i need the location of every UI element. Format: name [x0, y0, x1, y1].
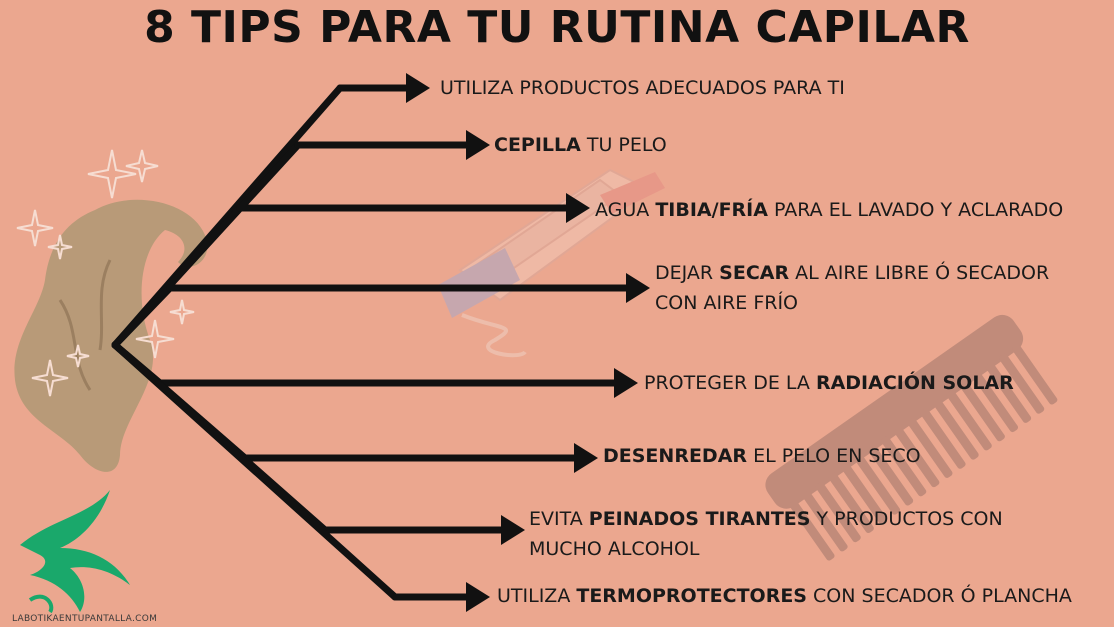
- tip-bold-text: RADIACIÓN SOLAR: [815, 372, 1014, 394]
- hair-illustration-icon: [14, 199, 208, 472]
- arrow-head-2: [466, 130, 490, 160]
- branch-line-8: [111, 341, 399, 601]
- comb-tooth: [933, 399, 979, 460]
- tip-text: PROTEGER DE LA: [644, 372, 816, 394]
- tip-text: PARA EL LAVADO Y ACLARADO: [767, 199, 1064, 221]
- arrow-head-5: [614, 368, 638, 398]
- footer-website: LABOTIKAENTUPANTALLA.COM: [12, 614, 158, 624]
- tip-6: DESENREDAR EL PELO EN SECO: [603, 441, 921, 471]
- comb-tooth: [946, 390, 992, 451]
- tip-text: EVITA: [529, 508, 589, 530]
- comb-tooth: [854, 454, 901, 515]
- tip-text: DEJAR: [655, 262, 720, 284]
- diagram-lines: [111, 73, 650, 612]
- tip-text-second-line: CON AIRE FRÍO: [655, 292, 799, 314]
- tip-bold-text: CEPILLA: [494, 134, 581, 156]
- tip-text-second-line: MUCHO ALCOHOL: [529, 538, 700, 560]
- tip-7: EVITA PEINADOS TIRANTES Y PRODUCTOS CON M…: [529, 504, 1003, 564]
- sparkle-icon: [16, 149, 195, 397]
- tip-text: AL AIRE LIBRE Ó SECADOR: [789, 262, 1050, 284]
- comb-tooth: [972, 371, 1019, 433]
- tip-bold-text: TIBIA/FRÍA: [655, 199, 768, 221]
- tip-text: TU PELO: [580, 134, 667, 156]
- comb-tooth: [828, 472, 874, 534]
- comb-tooth: [881, 436, 927, 497]
- arrow-head-7: [501, 515, 525, 545]
- tip-1: UTILIZA PRODUCTOS ADECUADOS PARA TI: [440, 73, 845, 103]
- comb-tooth: [868, 445, 914, 506]
- tip-3: AGUA TIBIA/FRÍA PARA EL LAVADO Y ACLARAD…: [595, 195, 1063, 225]
- tip-4: DEJAR SECAR AL AIRE LIBRE Ó SECADOR CON A…: [655, 258, 1049, 318]
- comb-tooth: [841, 463, 887, 524]
- arrow-head-4: [626, 273, 650, 303]
- tip-2: CEPILLA TU PELO: [494, 130, 667, 160]
- tip-text: AGUA: [595, 199, 656, 221]
- comb-tooth: [789, 500, 835, 561]
- tip-text: UTILIZA: [497, 585, 577, 607]
- tip-bold-text: DESENREDAR: [603, 445, 748, 467]
- tip-bold-text: TERMOPROTECTORES: [576, 585, 807, 607]
- tip-text: CON SECADOR Ó PLANCHA: [807, 585, 1072, 607]
- branch-line-4: [111, 284, 174, 349]
- comb-tooth: [802, 491, 848, 552]
- comb-tooth: [815, 482, 861, 543]
- tip-text: Y PRODUCTOS CON: [810, 508, 1003, 530]
- tip-8: UTILIZA TERMOPROTECTORES CON SECADOR Ó P…: [497, 581, 1072, 611]
- comb-tooth: [920, 408, 966, 469]
- comb-tooth: [894, 426, 940, 488]
- logo-icon: [20, 490, 130, 614]
- tip-text: EL PELO EN SECO: [747, 445, 921, 467]
- comb-icon: [765, 314, 1058, 561]
- comb-tooth: [985, 362, 1032, 423]
- tip-5: PROTEGER DE LA RADIACIÓN SOLAR: [644, 368, 1014, 398]
- arrow-head-3: [566, 193, 590, 223]
- comb-tooth: [999, 353, 1045, 414]
- tip-bold-text: PEINADOS TIRANTES: [588, 508, 811, 530]
- page-title: 8 TIPS PARA TU RUTINA CAPILAR: [144, 2, 970, 53]
- comb-tooth: [907, 417, 953, 478]
- tip-text: UTILIZA PRODUCTOS ADECUADOS PARA TI: [440, 77, 845, 99]
- tip-bold-text: SECAR: [719, 262, 790, 284]
- arrow-head-6: [574, 443, 598, 473]
- comb-tooth: [1012, 344, 1058, 405]
- arrow-head-8: [466, 582, 490, 612]
- arrow-head-1: [406, 73, 430, 103]
- comb-tooth: [959, 381, 1005, 442]
